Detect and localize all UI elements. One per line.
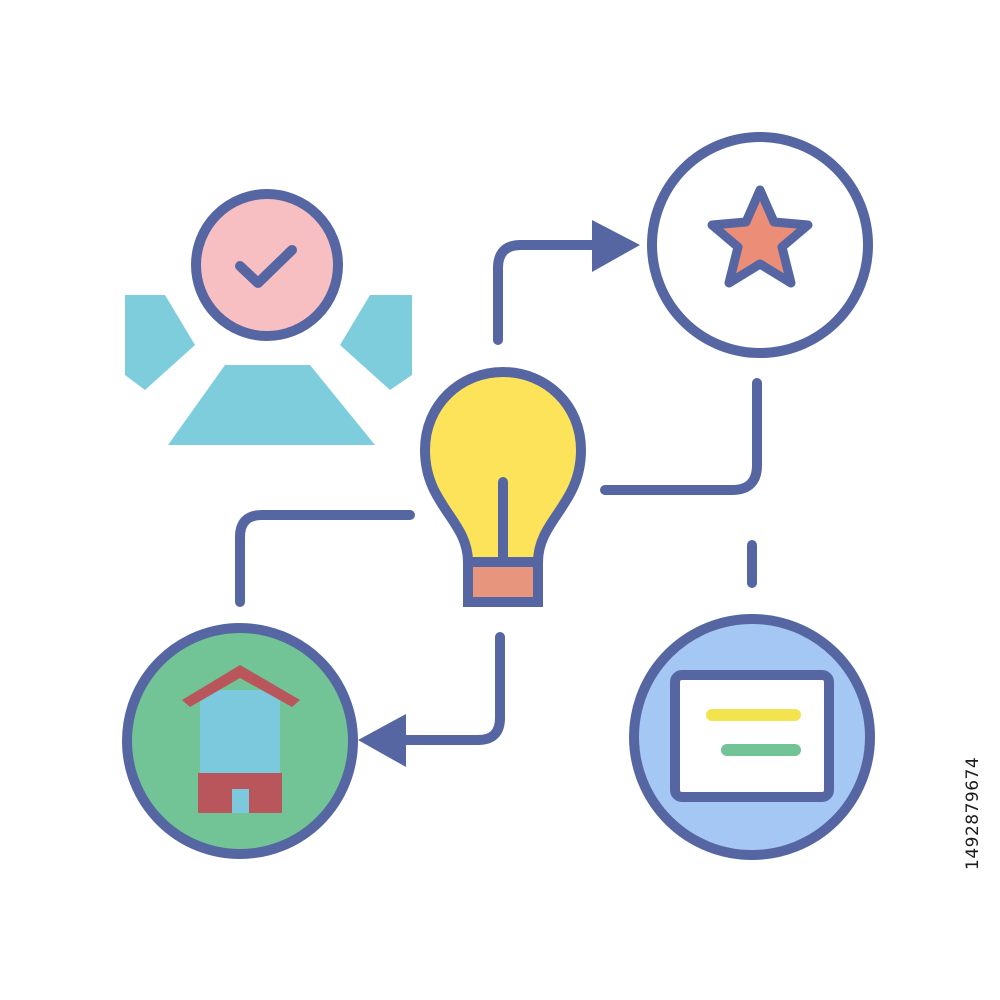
connector-bulb-to-house-left — [235, 510, 415, 607]
house-roof — [182, 665, 300, 707]
bulb-base — [463, 557, 543, 607]
arrow-right-icon — [592, 220, 640, 272]
lightbulb-icon — [420, 367, 586, 607]
connector-to-house — [358, 632, 505, 767]
house-icon — [122, 623, 358, 859]
bulb-glass — [420, 367, 586, 567]
stock-id-label: 1492879674 — [963, 756, 983, 870]
house-wall — [200, 690, 280, 773]
text-card-icon — [629, 614, 875, 860]
star-icon — [647, 132, 873, 358]
connector-star-to-bulb — [600, 378, 762, 495]
house-door — [232, 789, 249, 813]
person-left-shoulder — [125, 295, 195, 390]
person-with-checkmark-icon — [125, 189, 412, 445]
arrow-left-icon — [358, 714, 406, 767]
card-panel — [670, 670, 834, 802]
person-head — [191, 189, 343, 341]
person-right-shoulder — [340, 295, 412, 390]
star-shape — [707, 185, 813, 288]
connector-to-star — [493, 220, 640, 345]
checkmark-icon — [235, 245, 297, 288]
person-body — [168, 365, 375, 445]
